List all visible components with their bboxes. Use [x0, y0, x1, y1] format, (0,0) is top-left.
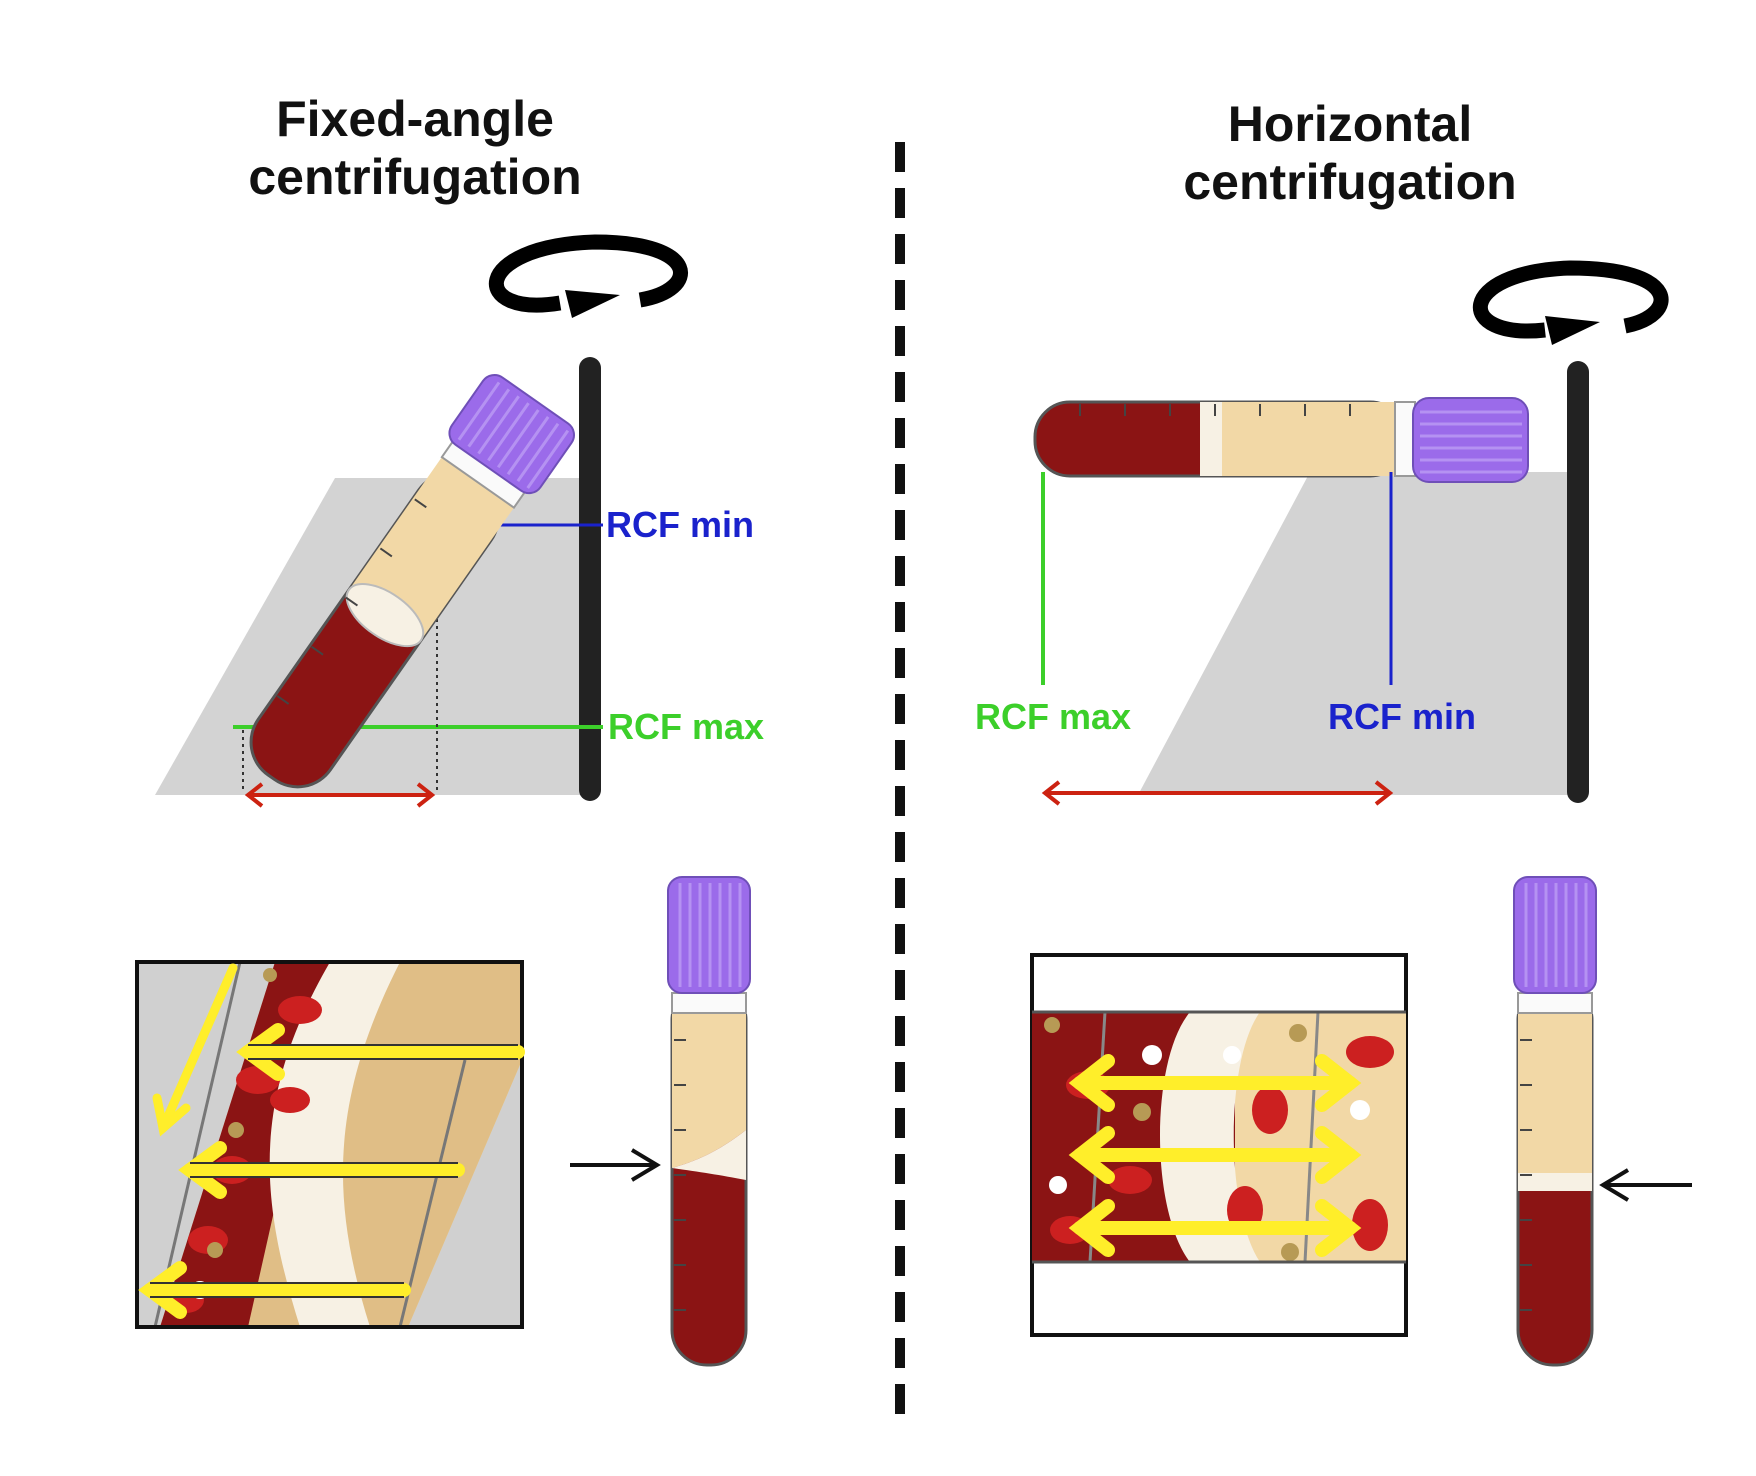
left-arrow-icon	[1599, 1168, 1692, 1202]
rotor-platform	[1138, 472, 1578, 795]
fixed-angle-zoom-box	[135, 960, 524, 1329]
result-tube-fixed-angle	[667, 876, 751, 1367]
force-arrows-outline	[150, 1044, 518, 1298]
force-arrows	[138, 963, 525, 1319]
rcf-max-label: RCF max	[608, 706, 764, 747]
distance-arrow	[1041, 780, 1394, 806]
tilted-blood-tube	[249, 374, 575, 789]
title-line-2: centrifugation	[248, 149, 582, 205]
rcf-min-label: RCF min	[1328, 696, 1476, 737]
horizontal-title: Horizontal centrifugation	[1100, 95, 1600, 211]
force-arrows	[1068, 1054, 1362, 1257]
rcf-min-label: RCF min	[606, 504, 754, 545]
title-line-2: centrifugation	[1183, 154, 1517, 210]
horizontal-blood-tube	[1033, 397, 1529, 483]
rcf-max-label: RCF max	[975, 696, 1131, 737]
right-arrow-icon	[570, 1148, 661, 1182]
result-tube-horizontal	[1513, 876, 1597, 1367]
title-line-1: Horizontal	[1227, 96, 1473, 152]
clockwise-rotation-icon	[488, 234, 688, 318]
distance-arrow	[244, 782, 436, 808]
title-line-1: Fixed-angle	[276, 91, 554, 147]
clockwise-rotation-icon	[1472, 260, 1669, 345]
fixed-angle-title: Fixed-angle centrifugation	[170, 90, 660, 206]
